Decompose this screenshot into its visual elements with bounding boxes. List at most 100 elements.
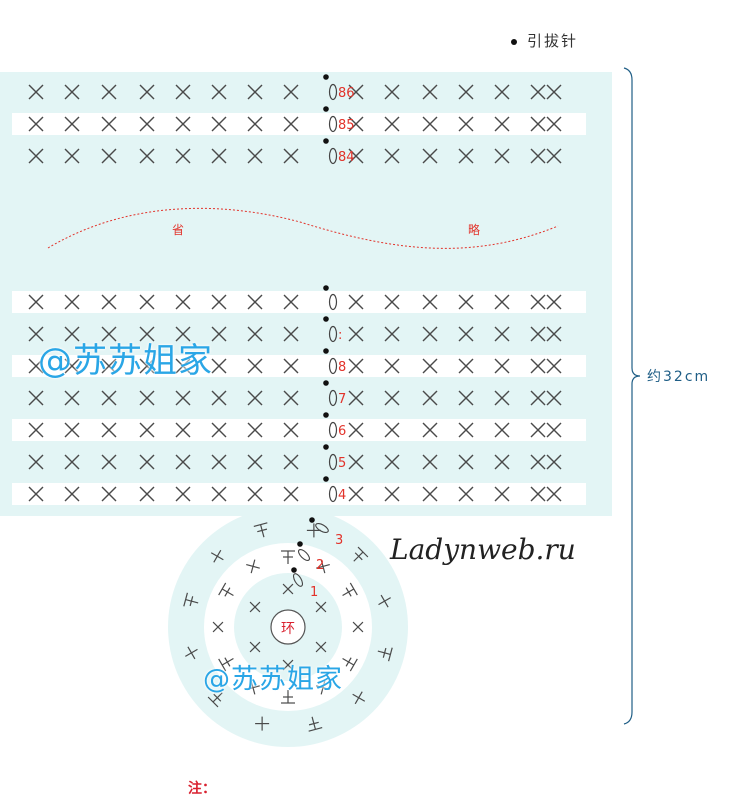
single-crochet-icon [422, 326, 438, 342]
single-crochet-icon [175, 422, 191, 438]
slip-stitch-dot-icon [323, 316, 329, 322]
chain-stitch-icon [328, 293, 338, 311]
single-crochet-icon [247, 84, 263, 100]
single-crochet-icon [28, 454, 44, 470]
chain-stitch-icon [328, 83, 338, 101]
single-crochet-icon [139, 116, 155, 132]
single-crochet-icon [28, 294, 44, 310]
single-crochet-icon [348, 422, 364, 438]
chain-stitch-icon [328, 421, 338, 439]
single-crochet-icon [282, 659, 294, 671]
single-crochet-icon [422, 358, 438, 374]
single-crochet-icon [283, 358, 299, 374]
single-crochet-icon [64, 116, 80, 132]
single-crochet-icon [546, 84, 562, 100]
single-crochet-icon [530, 148, 546, 164]
single-crochet-icon [249, 601, 261, 613]
single-crochet-icon [546, 358, 562, 374]
single-crochet-icon [494, 116, 510, 132]
single-crochet-icon [530, 84, 546, 100]
single-crochet-icon [422, 294, 438, 310]
single-crochet-icon [546, 294, 562, 310]
single-crochet-icon [28, 422, 44, 438]
double-stitch-icon [281, 690, 295, 704]
row-number: 5 [338, 456, 346, 471]
double-stitch-icon [253, 522, 268, 538]
single-crochet-icon [283, 326, 299, 342]
single-crochet-icon [494, 454, 510, 470]
single-crochet-icon [546, 148, 562, 164]
single-crochet-icon [283, 486, 299, 502]
single-crochet-icon [211, 422, 227, 438]
single-crochet-icon [546, 454, 562, 470]
chain-stitch-icon [328, 147, 338, 165]
legend: 引拔针 [511, 30, 578, 51]
single-crochet-icon [384, 390, 400, 406]
double-stitch-icon [342, 657, 358, 672]
single-crochet-icon [283, 454, 299, 470]
single-crochet-icon [348, 116, 364, 132]
single-crochet-icon [494, 326, 510, 342]
single-crochet-icon [101, 486, 117, 502]
round-number: 1 [310, 585, 318, 600]
single-crochet-icon [458, 148, 474, 164]
single-crochet-icon [101, 116, 117, 132]
single-crochet-icon [458, 454, 474, 470]
row-stripe [12, 113, 586, 135]
single-crochet-icon [247, 294, 263, 310]
single-crochet-icon [378, 594, 391, 608]
single-crochet-icon [101, 148, 117, 164]
single-crochet-icon [185, 646, 198, 660]
single-crochet-icon [348, 326, 364, 342]
single-crochet-icon [175, 116, 191, 132]
single-crochet-icon [139, 294, 155, 310]
single-crochet-icon [494, 358, 510, 374]
single-crochet-icon [28, 390, 44, 406]
single-crochet-icon [64, 326, 80, 342]
single-crochet-icon [546, 116, 562, 132]
single-crochet-icon [64, 358, 80, 374]
single-crochet-icon [212, 621, 224, 633]
single-crochet-icon [64, 148, 80, 164]
single-crochet-icon [458, 486, 474, 502]
single-crochet-icon [282, 583, 294, 595]
single-crochet-icon [246, 680, 260, 695]
single-crochet-icon [64, 390, 80, 406]
double-stitch-icon [281, 550, 295, 564]
single-crochet-icon [530, 390, 546, 406]
single-crochet-icon [494, 84, 510, 100]
single-crochet-icon [458, 294, 474, 310]
row-number: : [338, 328, 342, 343]
double-stitch-icon [183, 592, 199, 607]
watermark-top: @苏苏姐家 [38, 341, 213, 381]
single-crochet-icon [458, 326, 474, 342]
slip-stitch-dot-icon [323, 285, 329, 291]
chain-stitch-icon [328, 389, 338, 407]
single-crochet-icon [348, 486, 364, 502]
single-crochet-icon [211, 326, 227, 342]
single-crochet-icon [28, 148, 44, 164]
single-crochet-icon [283, 84, 299, 100]
omit-curve [47, 207, 559, 249]
single-crochet-icon [247, 390, 263, 406]
single-crochet-icon [546, 390, 562, 406]
single-crochet-icon [494, 294, 510, 310]
single-crochet-icon [384, 148, 400, 164]
single-crochet-icon [28, 486, 44, 502]
single-crochet-icon [530, 294, 546, 310]
single-crochet-icon [247, 454, 263, 470]
magic-ring-label: 环 [281, 621, 295, 637]
single-crochet-icon [210, 549, 224, 563]
single-crochet-icon [352, 621, 364, 633]
single-crochet-icon [175, 294, 191, 310]
single-crochet-icon [422, 454, 438, 470]
single-crochet-icon [28, 116, 44, 132]
size-label: 约32cm [647, 369, 711, 385]
single-crochet-icon [348, 454, 364, 470]
round-number: 2 [316, 558, 324, 573]
chain-stitch-icon [328, 357, 338, 375]
single-crochet-icon [101, 422, 117, 438]
row-stripe [12, 483, 586, 505]
single-crochet-icon [458, 422, 474, 438]
single-crochet-icon [247, 116, 263, 132]
